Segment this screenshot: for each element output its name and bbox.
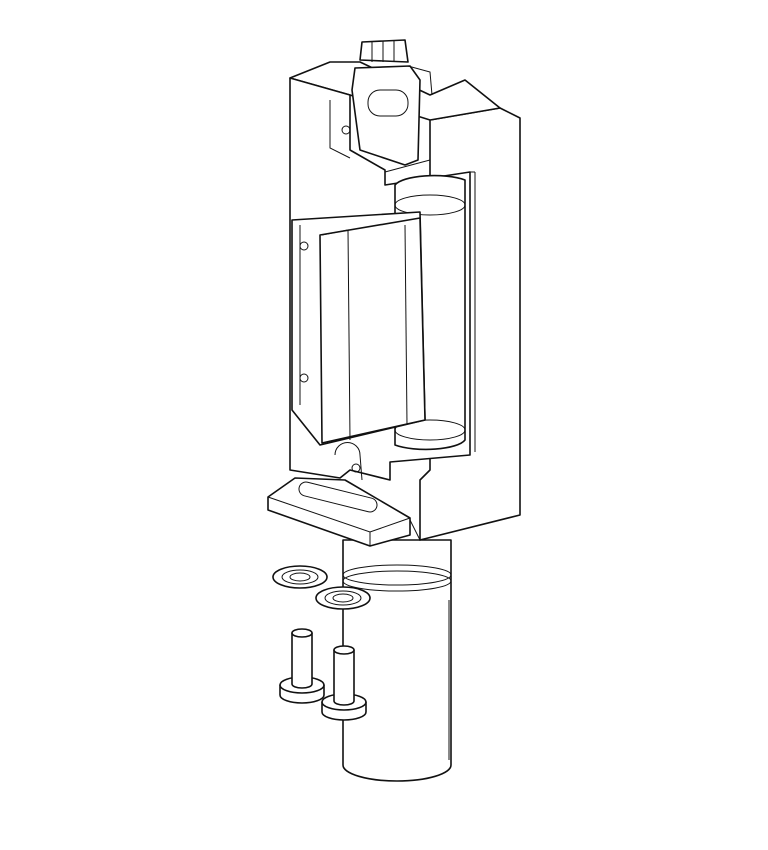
cylinder	[342, 539, 452, 782]
screw	[321, 645, 367, 721]
mounting-tab	[351, 65, 433, 166]
keeper	[291, 174, 466, 451]
screw	[279, 628, 325, 704]
washer	[272, 565, 328, 589]
wires	[359, 39, 409, 63]
washer	[315, 586, 371, 610]
lip-plate	[267, 477, 411, 547]
